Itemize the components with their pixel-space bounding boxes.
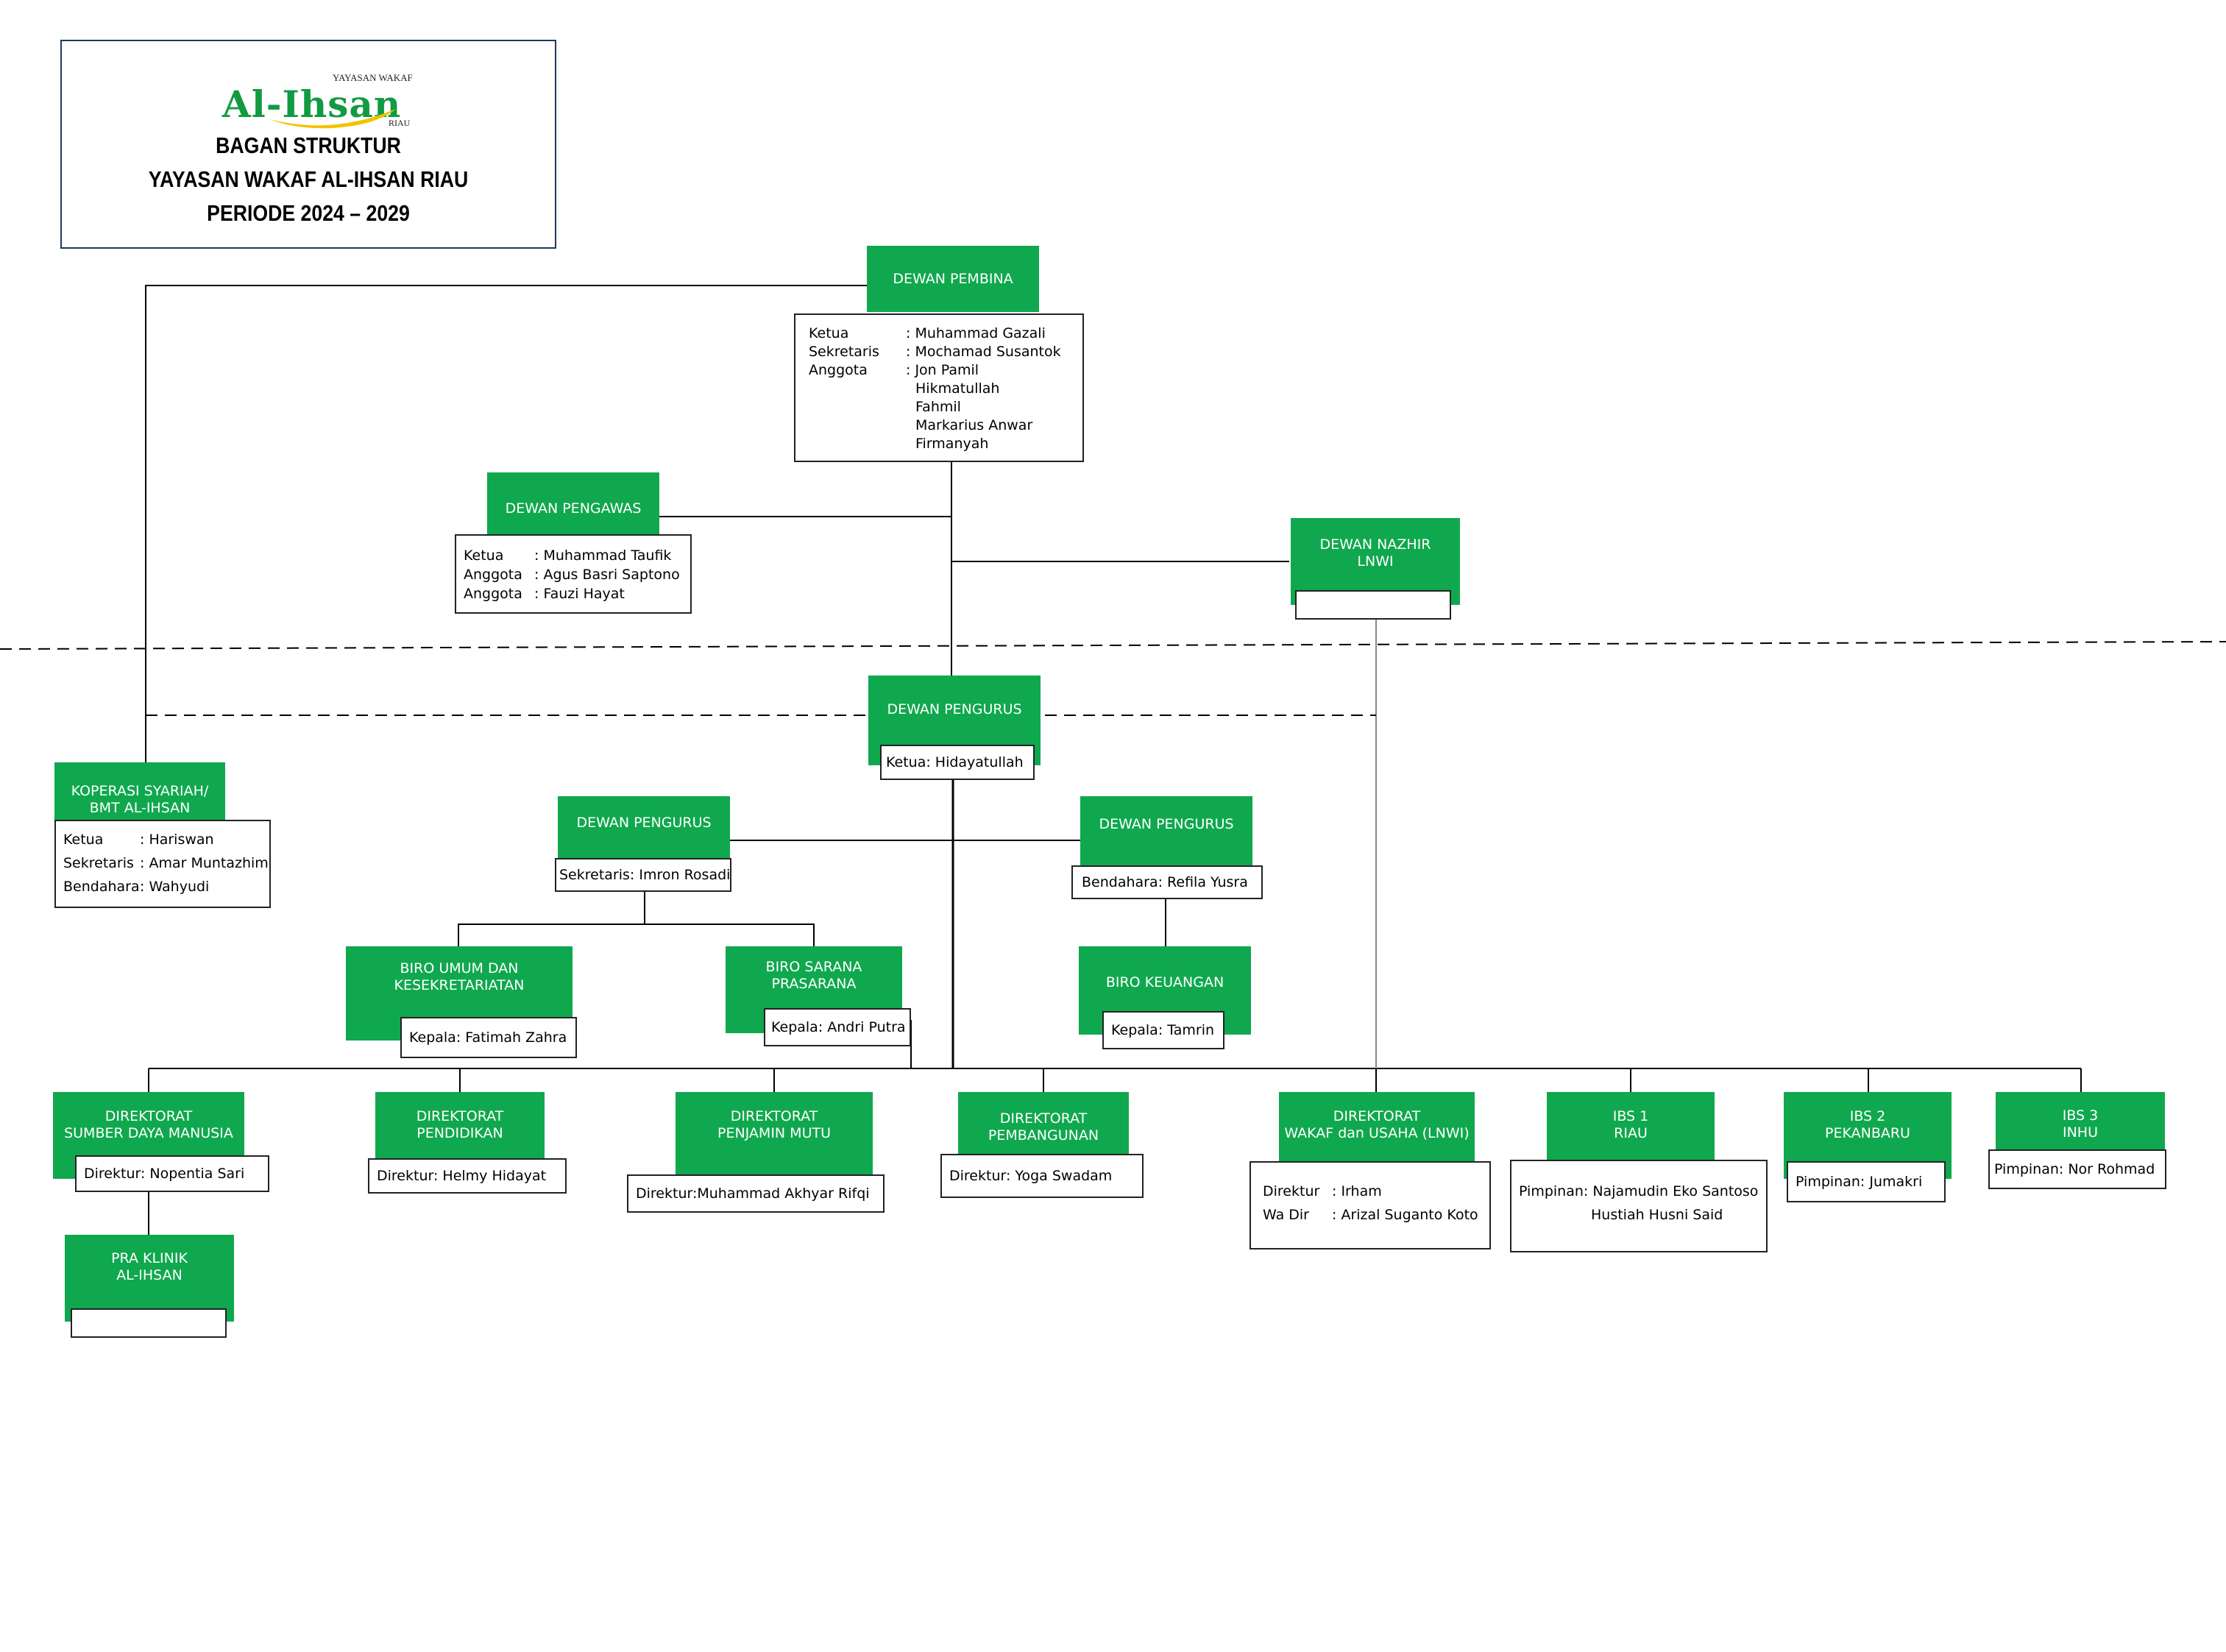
direktorat-wakaf-label-2: WAKAF dan USAHA (LNWI) — [1284, 1125, 1470, 1141]
ibs3-info: Pimpinan: Nor Rohmad — [1988, 1149, 2166, 1189]
dewan-nazhir-info — [1295, 590, 1451, 620]
biro-sarana-info: Kepala: Andri Putra — [764, 1008, 911, 1046]
ibs2-label-2: PEKANBARU — [1825, 1125, 1910, 1141]
al-ihsan-logo: YAYASAN WAKAF Al-Ihsan RIAU — [222, 62, 472, 157]
pengurus-sekretaris-info: Sekretaris: Imron Rosadi — [555, 858, 731, 892]
ibs2-info: Pimpinan: Jumakri — [1787, 1161, 1946, 1202]
member-name: : Muhammad Gazali — [906, 325, 1046, 341]
dewan-nazhir-label-2: LNWI — [1357, 553, 1394, 570]
direktorat-wakaf-members: Direktur : Irham Wa Dir : Arizal Suganto… — [1250, 1161, 1491, 1249]
logo-top-text: YAYASAN WAKAF — [333, 72, 413, 83]
direktorat-pendidikan-info: Direktur: Helmy Hidayat — [368, 1158, 567, 1194]
member-role: Bendahara — [63, 879, 140, 895]
dewan-pembina-box[interactable]: DEWAN PEMBINA — [867, 246, 1039, 312]
pra-klinik-label-1: PRA KLINIK — [111, 1250, 188, 1267]
direktorat-sdm-info: Direktur: Nopentia Sari — [75, 1155, 269, 1192]
direktorat-pendidikan-label-1: DIREKTORAT — [416, 1108, 504, 1125]
biro-keuangan-info: Kepala: Tamrin — [1102, 1011, 1224, 1049]
biro-sarana-label-1: BIRO SARANA — [765, 959, 862, 976]
direktorat-mutu-label-2: PENJAMIN MUTU — [717, 1125, 831, 1141]
title-box: YAYASAN WAKAF Al-Ihsan RIAU BAGAN STRUKT… — [60, 40, 556, 249]
member-role: Sekretaris — [63, 855, 134, 871]
dewan-pengawas-members: Ketua : Muhammad Taufik Anggota : Agus B… — [455, 534, 692, 614]
pengurus-bendahara-info: Bendahara: Refila Yusra — [1071, 865, 1263, 899]
pra-klinik-info — [71, 1308, 227, 1338]
member-name: Markarius Anwar — [915, 417, 1033, 433]
direktorat-mutu-label-1: DIREKTORAT — [730, 1108, 818, 1125]
member-name: : Muhammad Taufik — [534, 547, 672, 564]
koperasi-label-1: KOPERASI SYARIAH/ — [71, 783, 209, 799]
pra-klinik-label-2: AL-IHSAN — [116, 1267, 182, 1283]
member-name: : Jon Pamil — [906, 362, 979, 378]
dewan-nazhir-label-1: DEWAN NAZHIR — [1319, 536, 1431, 553]
direktorat-pembangunan-info: Direktur: Yoga Swadam — [940, 1154, 1144, 1198]
member-role: Wa Dir — [1263, 1207, 1309, 1223]
direktorat-wakaf-label-1: DIREKTORAT — [1333, 1108, 1421, 1125]
biro-umum-label-1: BIRO UMUM DAN — [400, 960, 519, 977]
logo-swoosh-icon — [269, 109, 396, 129]
member-name: Pimpinan: Najamudin Eko Santoso — [1519, 1183, 1759, 1199]
member-name: : Irham — [1332, 1183, 1382, 1199]
title-line-2: YAYASAN WAKAF AL-IHSAN RIAU — [148, 166, 469, 192]
title-line-3: PERIODE 2024 – 2029 — [207, 200, 410, 226]
biro-umum-label-2: KESEKRETARIATAN — [394, 977, 525, 993]
title-line-1: BAGAN STRUKTUR — [216, 132, 401, 158]
member-name: Fahmil — [915, 399, 961, 415]
ibs3-label-1: IBS 3 — [2062, 1107, 2099, 1124]
dewan-pengurus-info: Ketua: Hidayatullah — [880, 745, 1035, 780]
pengurus-bendahara-box[interactable]: DEWAN PENGURUS — [1080, 796, 1252, 873]
pra-klinik-box[interactable]: PRA KLINIK AL-IHSAN — [65, 1235, 234, 1322]
member-name: : Arizal Suganto Koto — [1332, 1207, 1478, 1223]
member-role: Ketua — [464, 547, 504, 564]
member-role: Direktur — [1263, 1183, 1320, 1199]
dewan-pembina-members: Ketua : Muhammad Gazali Sekretaris : Moc… — [794, 313, 1084, 462]
direktorat-sdm-label-2: SUMBER DAYA MANUSIA — [64, 1125, 233, 1141]
member-name: : Hariswan — [140, 832, 214, 848]
direktorat-mutu-box[interactable]: DIREKTORAT PENJAMIN MUTU — [676, 1092, 873, 1179]
member-name: : Agus Basri Saptono — [534, 567, 680, 583]
direktorat-mutu-info: Direktur:Muhammad Akhyar Rifqi — [627, 1174, 885, 1213]
member-role: Ketua — [63, 832, 104, 848]
direktorat-sdm-label-1: DIREKTORAT — [104, 1108, 193, 1125]
member-role: Sekretaris — [809, 344, 879, 360]
dewan-pengawas-box[interactable]: DEWAN PENGAWAS — [487, 472, 659, 545]
member-name: : Amar Muntazhim — [140, 855, 269, 871]
dewan-pengawas-label: DEWAN PENGAWAS — [505, 500, 642, 517]
biro-sarana-label-2: PRASARANA — [771, 976, 857, 992]
direktorat-pendidikan-label-2: PENDIDIKAN — [417, 1125, 503, 1141]
ibs1-label-2: RIAU — [1614, 1125, 1648, 1141]
ibs1-members: Pimpinan: Najamudin Eko Santoso Hustiah … — [1510, 1160, 1768, 1252]
direktorat-pembangunan-label-2: PEMBANGUNAN — [988, 1127, 1099, 1144]
ibs1-label-1: IBS 1 — [1612, 1108, 1649, 1125]
koperasi-members: Ketua : Hariswan Sekretaris : Amar Munta… — [54, 820, 271, 908]
pengurus-sekretaris-label: DEWAN PENGURUS — [576, 814, 712, 831]
direktorat-pembangunan-label-1: DIREKTORAT — [999, 1110, 1088, 1127]
member-name: : Wahyudi — [140, 879, 210, 895]
dewan-pengurus-label: DEWAN PENGURUS — [887, 701, 1022, 717]
member-role: Anggota — [809, 362, 868, 378]
ibs3-label-2: INHU — [2062, 1124, 2098, 1141]
member-name: : Mochamad Susantok — [906, 344, 1061, 360]
pengurus-sekretaris-box[interactable]: DEWAN PENGURUS — [558, 796, 730, 870]
pengurus-bendahara-label: DEWAN PENGURUS — [1099, 815, 1234, 832]
member-name: Hustiah Husni Said — [1591, 1207, 1723, 1223]
member-name: : Fauzi Hayat — [534, 586, 625, 602]
koperasi-label-2: BMT AL-IHSAN — [89, 799, 191, 816]
biro-umum-info: Kepala: Fatimah Zahra — [400, 1017, 577, 1058]
member-name: Hikmatullah — [915, 380, 1000, 397]
biro-keuangan-label: BIRO KEUANGAN — [1105, 974, 1224, 990]
member-name: Firmanyah — [915, 436, 989, 452]
dewan-pembina-label: DEWAN PEMBINA — [893, 270, 1013, 287]
logo-bottom-text: RIAU — [389, 118, 411, 128]
ibs2-label-1: IBS 2 — [1849, 1108, 1886, 1125]
member-role: Anggota — [464, 567, 522, 583]
member-role: Ketua — [809, 325, 849, 341]
member-role: Anggota — [464, 586, 522, 602]
